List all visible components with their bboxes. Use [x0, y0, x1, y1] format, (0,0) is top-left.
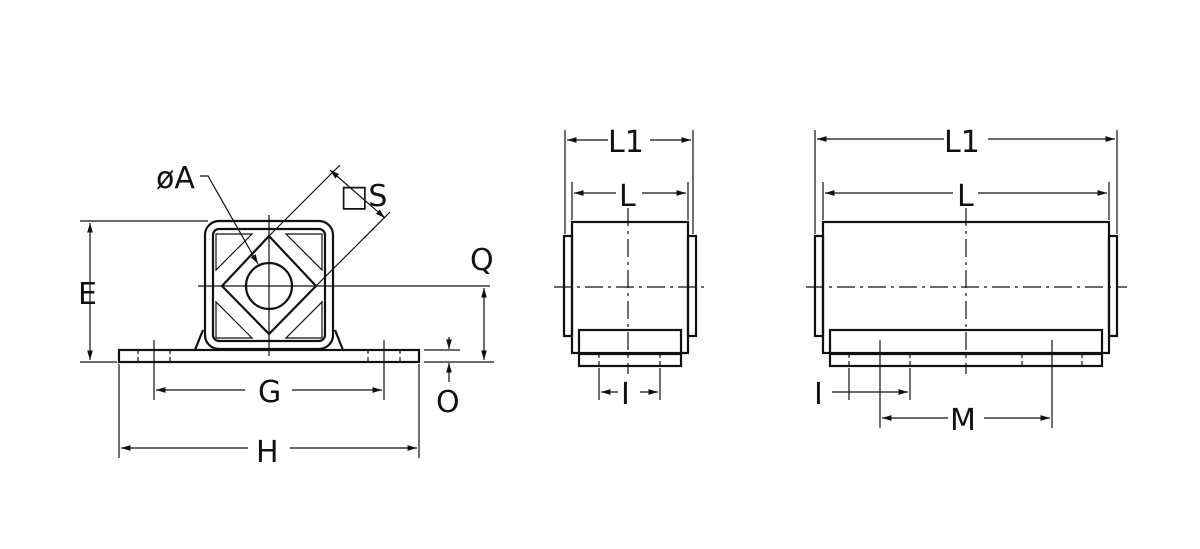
dim-label-M: M [950, 403, 976, 438]
dim-label-L: L [619, 179, 636, 214]
dim-label-S: □S [340, 179, 387, 214]
dim-label-H: H [256, 435, 279, 470]
dim-label-L1: L1 [944, 125, 980, 160]
dim-label-E: E [78, 277, 97, 312]
dim-label-A: øA [156, 161, 195, 196]
dim-label-L: L [957, 179, 974, 214]
dim-label-I: I [814, 377, 823, 412]
dim-label-O: O [436, 385, 460, 420]
front-view: øA □S E Q O G H [78, 161, 494, 470]
side-view-long: L1 L I M [806, 125, 1127, 438]
dim-label-G: G [258, 375, 281, 410]
side-view-short: L1 L I [554, 125, 706, 412]
dim-label-I: I [621, 377, 630, 412]
dim-label-L1: L1 [608, 125, 644, 160]
dim-label-Q: Q [470, 243, 494, 278]
